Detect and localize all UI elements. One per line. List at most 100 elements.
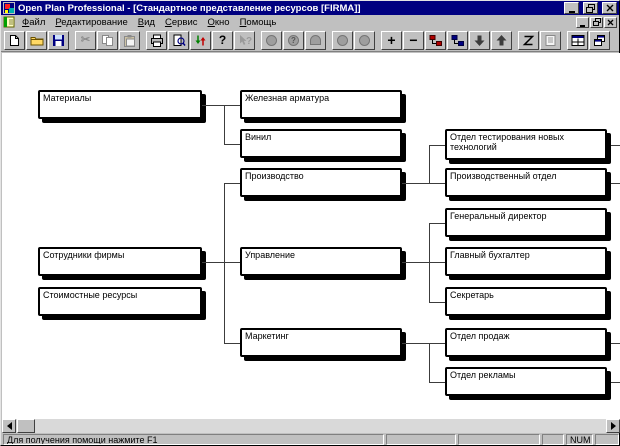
connector-line <box>429 223 430 303</box>
node-sotrudniki[interactable]: Сотрудники фирмы <box>38 247 202 276</box>
plus-icon: + <box>387 31 396 48</box>
node-circle-question-button: ? <box>283 30 304 50</box>
restore-window-button[interactable] <box>589 30 610 50</box>
copy-icon <box>101 34 114 47</box>
document-restore-button[interactable] <box>590 16 603 28</box>
connector-line <box>429 183 445 184</box>
connector-line <box>224 183 225 344</box>
node-otdel_reklamy[interactable]: Отдел рекламы <box>445 367 607 396</box>
circle-icon <box>266 34 277 46</box>
node-filled-circle-1-button <box>332 30 353 50</box>
node-circle-button <box>261 30 282 50</box>
node-materialy[interactable]: Материалы <box>38 90 202 119</box>
node-label: Стоимостные ресурсы <box>43 290 138 300</box>
node-label: Секретарь <box>450 290 494 300</box>
connector-line <box>429 302 445 303</box>
scrollbar-thumb[interactable] <box>17 419 35 433</box>
document-minimize-button[interactable] <box>576 16 589 28</box>
status-pane-1 <box>386 434 456 445</box>
scroll-right-button[interactable] <box>606 419 620 433</box>
node-label: Генеральный директор <box>450 211 547 221</box>
node-arch-button <box>305 30 326 50</box>
node-label: Производственный отдел <box>450 171 557 181</box>
restore-icon <box>592 18 601 26</box>
node-marketing[interactable]: Маркетинг <box>240 328 402 357</box>
node-label: Отдел тестирования новых технологий <box>450 132 565 152</box>
restore-button[interactable] <box>583 2 598 14</box>
arrange-windows-button[interactable] <box>567 30 588 50</box>
node-filled-circle-2-button <box>354 30 375 50</box>
status-bar: Для получения помощи нажмите F1 NUM <box>2 433 620 446</box>
connector-line <box>429 343 445 344</box>
connector-line <box>611 145 620 146</box>
node-label: Отдел рекламы <box>450 370 516 380</box>
print-preview-button[interactable] <box>168 30 189 50</box>
left-arrow-icon <box>3 422 12 430</box>
status-num-indicator: NUM <box>566 434 593 445</box>
node-vinil[interactable]: Винил <box>240 129 402 158</box>
connector-line <box>429 145 445 146</box>
node-zheleznaya[interactable]: Железная арматура <box>240 90 402 119</box>
expand-node-button[interactable]: + <box>381 30 402 50</box>
node-sekretar[interactable]: Секретарь <box>445 287 607 316</box>
node-otdel_test[interactable]: Отдел тестирования новых технологий <box>445 129 607 160</box>
paste-button <box>119 30 140 50</box>
node-label: Винил <box>245 132 272 142</box>
down-arrow-icon <box>473 34 486 47</box>
status-pane-2 <box>458 434 540 445</box>
new-button[interactable] <box>4 30 25 50</box>
exchange-arrows-icon <box>194 34 207 47</box>
node-glav_buh[interactable]: Главный бухгалтер <box>445 247 607 276</box>
node-stoimostnye[interactable]: Стоимостные ресурсы <box>38 287 202 316</box>
close-button[interactable] <box>602 2 617 14</box>
menu-item-service[interactable]: Сервис <box>164 16 198 28</box>
copy-button <box>97 30 118 50</box>
connector-line <box>202 105 224 106</box>
status-message: Для получения помощи нажмите F1 <box>3 434 384 445</box>
move-up-button[interactable] <box>491 30 512 50</box>
notes-icon <box>544 34 557 47</box>
zigzag-view-button[interactable] <box>518 30 539 50</box>
scroll-left-button[interactable] <box>2 419 16 433</box>
connector-line <box>429 382 445 383</box>
connector-line <box>429 343 430 383</box>
menu-item-help[interactable]: Помощь <box>239 16 277 28</box>
node-proizvodstvo[interactable]: Производство <box>240 168 402 197</box>
arrow-question-icon: ? <box>238 34 252 47</box>
help-button[interactable]: ? <box>212 30 233 50</box>
minimize-icon <box>568 7 575 13</box>
document-close-button[interactable] <box>604 16 617 28</box>
link-nodes-button[interactable] <box>425 30 446 50</box>
link-steps-button[interactable] <box>447 30 468 50</box>
node-gen_director[interactable]: Генеральный директор <box>445 208 607 237</box>
open-button[interactable] <box>26 30 47 50</box>
connector-line <box>429 223 445 224</box>
menu-item-file[interactable]: Файл <box>22 16 46 28</box>
menu-item-view[interactable]: Вид <box>137 16 155 28</box>
connector-line <box>224 343 240 344</box>
horizontal-scrollbar[interactable] <box>2 419 620 433</box>
node-otdel_prodazh[interactable]: Отдел продаж <box>445 328 607 357</box>
paste-icon <box>123 34 136 47</box>
connector-line <box>429 262 445 263</box>
move-down-button[interactable] <box>469 30 490 50</box>
print-preview-icon <box>172 34 186 47</box>
close-icon <box>607 19 614 26</box>
right-arrow-icon <box>610 422 620 430</box>
print-button[interactable] <box>146 30 167 50</box>
menu-item-window[interactable]: Окно <box>207 16 230 28</box>
refresh-button[interactable] <box>190 30 211 50</box>
arch-icon <box>310 35 321 45</box>
document-window-icon <box>3 16 15 28</box>
collapse-node-button[interactable]: − <box>403 30 424 50</box>
menu-item-edit[interactable]: Редактирование <box>55 16 128 28</box>
filled-circle-icon <box>359 34 370 46</box>
open-folder-icon <box>30 34 44 47</box>
up-arrow-icon <box>495 34 508 47</box>
node-upravlenie[interactable]: Управление <box>240 247 402 276</box>
close-icon <box>606 4 614 12</box>
save-button[interactable] <box>48 30 69 50</box>
zigzag-icon <box>522 34 535 47</box>
minimize-button[interactable] <box>564 2 579 14</box>
node-proizv_otdel[interactable]: Производственный отдел <box>445 168 607 197</box>
